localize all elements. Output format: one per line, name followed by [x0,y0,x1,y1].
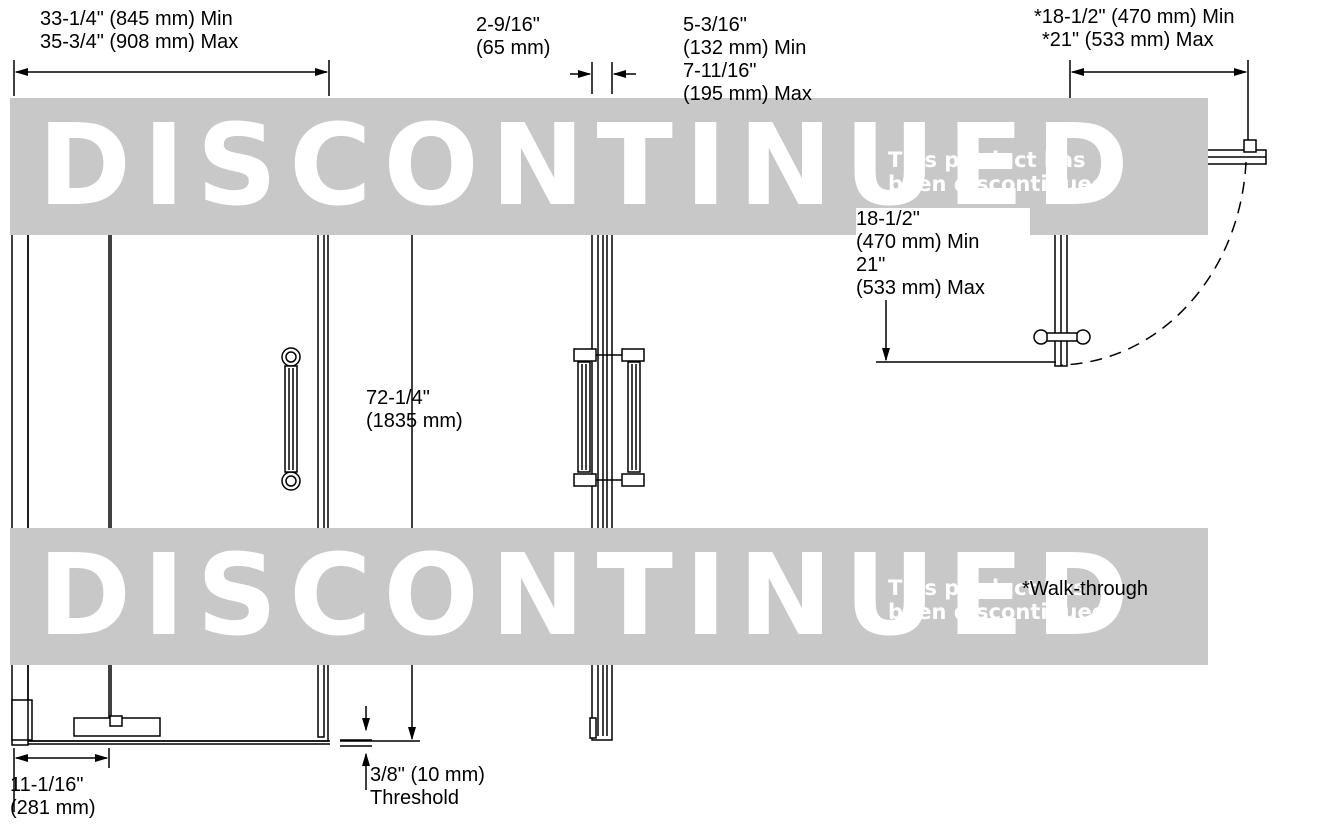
width-min: 33-1/4" (845 mm) Min [40,8,233,30]
watermark-note-line1: This product has [888,576,1086,600]
depth-mm: (65 mm) [476,37,551,59]
swing-dimension-label: *18-1/2" (470 mm) Min *21" (533 mm) Max [1034,6,1235,52]
threshold-dimension: 3/8" (10 mm) [370,764,485,786]
height-inches: 72-1/4" [366,387,430,409]
offset-mm: (281 mm) [10,797,96,819]
plan-offset-min-mm: (132 mm) Min [683,37,807,59]
watermark-note-line2: been discontinued. [888,600,1115,624]
depth-dimension-label: 2-9/16" (65 mm) [476,14,550,60]
threshold-dimension-label: 3/8" (10 mm) Threshold [370,764,485,810]
inner-dimension-label: 18-1/2" (470 mm) Min 21" (533 mm) Max [856,208,1030,300]
width-max: 35-3/4" (908 mm) Max [40,31,239,53]
watermark-note-line2: been discontinued. [888,172,1115,196]
watermark-note-line1: This product has [888,148,1086,172]
width-dimension-label: 33-1/4" (845 mm) Min 35-3/4" (908 mm) Ma… [40,8,238,54]
depth-inches: 2-9/16" [476,14,540,36]
offset-inches: 11-1/16" [10,774,84,796]
offset-dimension-label: 11-1/16" (281 mm) [10,774,96,820]
watermark-band-bottom: DISCONTINUED This product has been disco… [10,528,1208,665]
threshold-label: Threshold [370,787,459,809]
plan-offset-max-inches: 7-11/16" [683,60,757,82]
swing-min: *18-1/2" (470 mm) Min [1034,6,1235,28]
height-dimension-label: 72-1/4" (1835 mm) [366,387,463,433]
swing-max: *21" (533 mm) Max [1042,29,1214,51]
watermark-word: DISCONTINUED [38,531,1141,661]
inner-min-mm: (470 mm) Min [856,231,980,253]
plan-offset-min-inches: 5-3/16" [683,14,747,36]
plan-offset-dimension-label: 5-3/16" (132 mm) Min 7-11/16" (195 mm) M… [683,14,812,106]
walk-through-footnote: *Walk-through [1022,578,1148,600]
inner-min-inches: 18-1/2" [856,208,920,230]
height-mm: (1835 mm) [366,410,463,432]
inner-max-inches: 21" [856,254,886,276]
watermark-word: DISCONTINUED [38,101,1141,231]
plan-offset-max-mm: (195 mm) Max [683,83,812,105]
inner-max-mm: (533 mm) Max [856,277,985,299]
